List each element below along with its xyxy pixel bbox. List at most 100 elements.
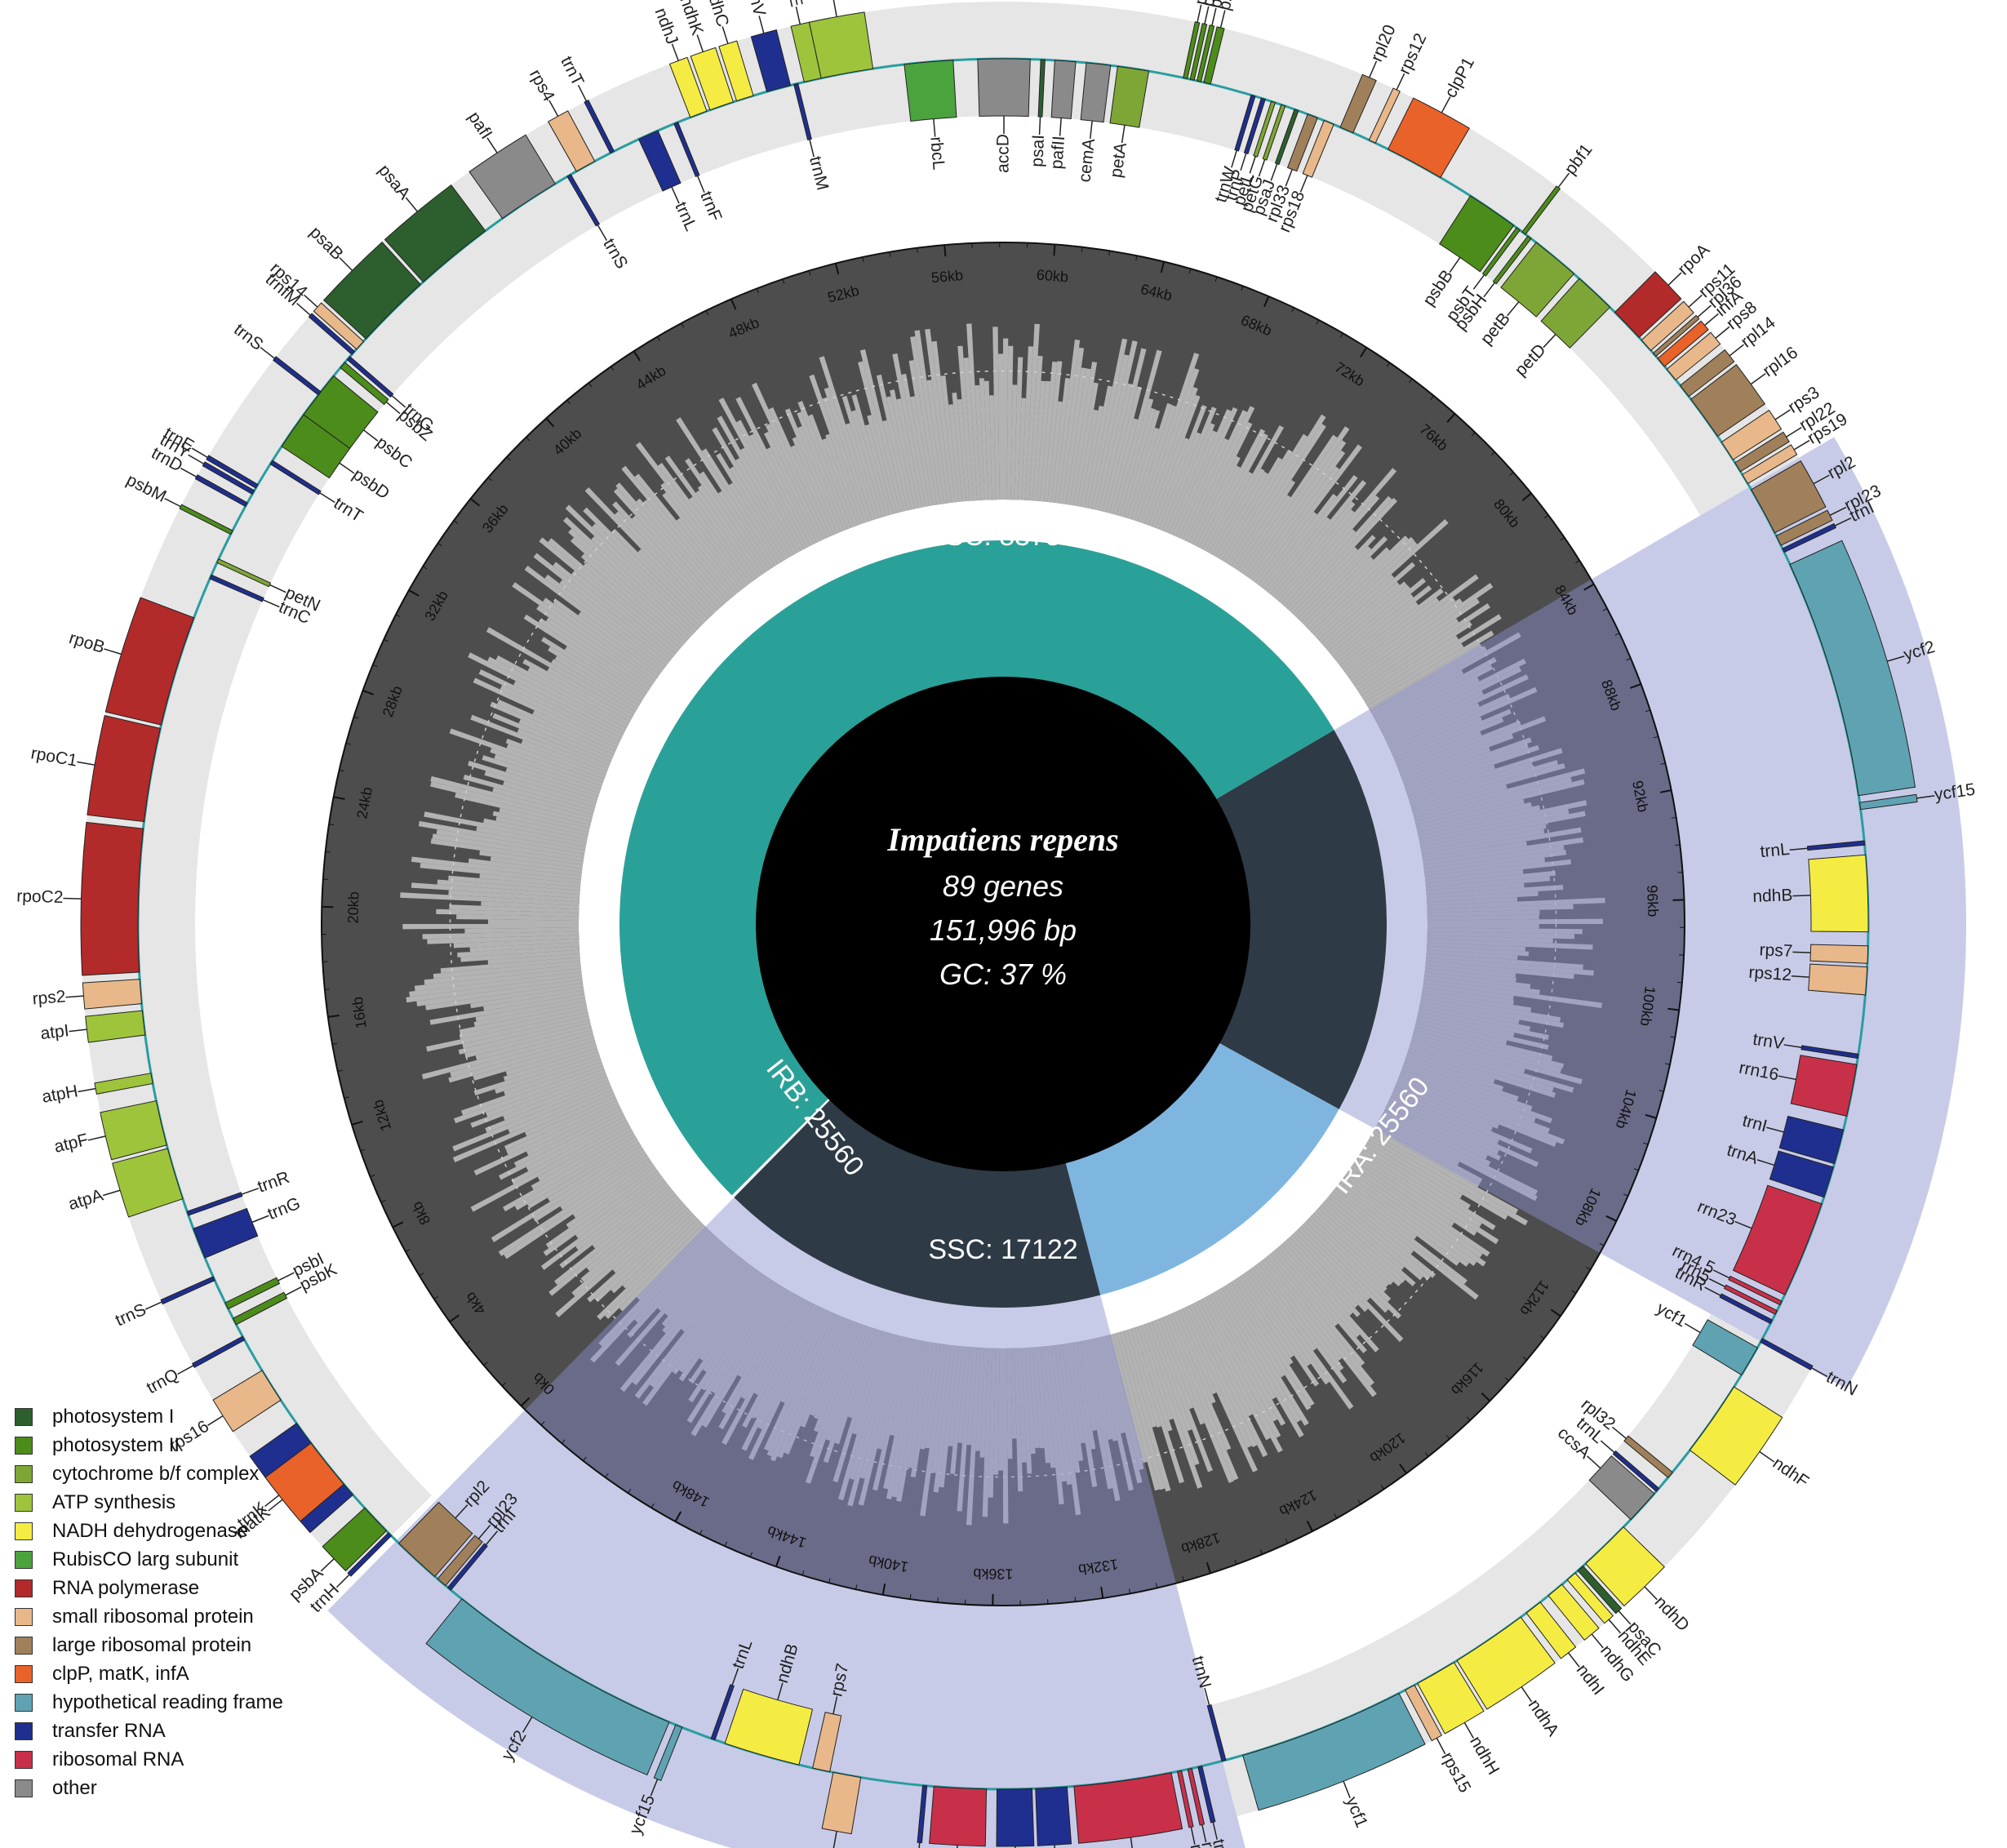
gc-bar (1361, 1148, 1482, 1228)
gc-bar (1243, 1271, 1312, 1366)
gc-bar (411, 882, 580, 899)
gc-bar (642, 499, 730, 602)
gc-bar (1305, 547, 1390, 629)
kb-minor-tick (449, 1318, 455, 1322)
gene-rps4 (547, 110, 596, 172)
gene-leader-line (191, 447, 208, 458)
gene-trnr (1197, 1765, 1216, 1824)
gc-bar (1116, 1331, 1166, 1490)
kb-minor-tick (453, 520, 459, 524)
gc-bar (1209, 425, 1284, 555)
gene-label: trnQ (144, 1366, 182, 1398)
gc-bar (925, 1344, 944, 1449)
gc-bar (1412, 784, 1507, 815)
gene-trng (193, 1207, 259, 1259)
gene-label: petA (1107, 141, 1130, 179)
gc-bar (752, 1302, 814, 1419)
gc-bar (615, 482, 725, 606)
gc-bar (1374, 1126, 1481, 1188)
gc-bar (1278, 1244, 1361, 1338)
gene-trns (566, 174, 601, 227)
kb-minor-tick (1471, 432, 1476, 437)
gene-leader-line (1240, 153, 1247, 171)
gc-bar (1127, 427, 1160, 520)
gc-bar (1062, 367, 1086, 504)
gene-infa (1657, 320, 1709, 367)
gene-accd (977, 58, 1031, 118)
gc-bar (527, 667, 631, 725)
kb-minor-tick (699, 1530, 703, 1535)
gc-bar (1404, 743, 1530, 790)
kb-minor-tick (1188, 269, 1192, 274)
gc-bar (833, 1330, 883, 1483)
gc-bar (1276, 1246, 1367, 1353)
gc-bar (409, 971, 582, 997)
gene-ycf1 (1692, 1319, 1758, 1376)
gc-bar (1058, 347, 1085, 504)
gc-bar (1264, 1255, 1377, 1397)
kb-minor-tick (1666, 789, 1672, 792)
gc-bar (702, 1287, 788, 1428)
gc-bar (716, 453, 785, 562)
gc-bar (1120, 407, 1156, 518)
gene-label: psbJ (1191, 0, 1217, 7)
gene-leader-line (1612, 1426, 1627, 1439)
gene-ndhf (1689, 1386, 1783, 1486)
legend-label: photosystem II (52, 1433, 180, 1456)
gc-bar (611, 1213, 695, 1294)
gc-bar (1426, 876, 1551, 891)
kb-minor-tick (855, 1584, 858, 1590)
gc-bar (886, 1339, 922, 1499)
gene-leader-line (269, 584, 286, 593)
gene-label: trnS (113, 1300, 149, 1330)
gene-trna (1035, 1786, 1072, 1846)
gc-bar (901, 373, 930, 507)
gc-bar (1221, 449, 1293, 562)
gene-leader-line (1212, 1822, 1218, 1840)
gene-leader-line (1591, 1633, 1604, 1649)
gc-bar (470, 1073, 607, 1128)
gc-ir-overlay-b (525, 1226, 1176, 1606)
gc-bar (849, 1333, 894, 1480)
kb-minor-tick (1363, 347, 1367, 352)
gc-bar (1370, 1133, 1529, 1226)
gc-bar (473, 1051, 600, 1096)
gc-bar (591, 535, 695, 635)
gc-bar (1427, 942, 1525, 952)
gc-bar (1292, 1232, 1369, 1313)
gc-bar (1185, 406, 1255, 543)
kb-minor-tick (730, 299, 734, 304)
gc-bar (1003, 1348, 1009, 1524)
gc-bar (461, 1062, 603, 1116)
gc-bar (1427, 924, 1539, 929)
gene-trnw (1234, 94, 1256, 152)
gc-bar (587, 1207, 690, 1303)
kb-minor-tick (1466, 1416, 1471, 1421)
gc-bar (636, 498, 728, 604)
gc-bar (1342, 597, 1440, 672)
gc-bar (729, 466, 788, 561)
kb-minor-tick (1676, 981, 1682, 984)
gc-bar (1152, 1320, 1213, 1473)
gene-ndhg (1547, 1584, 1600, 1641)
gc-bar (676, 518, 739, 594)
gc-bar (473, 677, 619, 749)
legend-swatch (15, 1579, 33, 1597)
gc-bar (662, 492, 742, 593)
kb-minor-tick (1539, 1335, 1545, 1339)
gene-trni (996, 1788, 1035, 1847)
gene-leader-line (320, 1558, 335, 1572)
gc-bar (1427, 891, 1539, 902)
gc-bar (992, 327, 1000, 500)
kb-minor-tick (360, 1148, 366, 1152)
gc-bar (1141, 1324, 1203, 1489)
gene-psbj (1183, 21, 1201, 79)
gc-bar (805, 1324, 865, 1484)
gc-bar (495, 816, 588, 840)
kb-minor-tick (1645, 709, 1650, 713)
gc-bar (718, 1293, 797, 1430)
legend-swatch (15, 1407, 33, 1426)
kb-minor-tick (1108, 251, 1111, 256)
gene-leader-line (486, 137, 498, 153)
